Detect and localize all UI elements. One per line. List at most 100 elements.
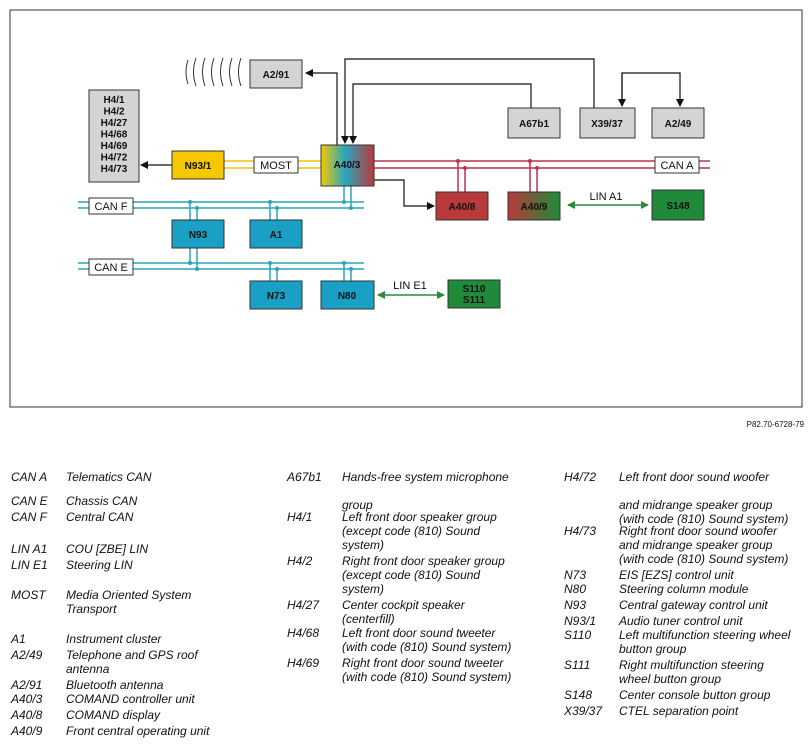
legend-code: S148 <box>564 688 593 702</box>
svg-text:CAN E: CAN E <box>94 262 128 274</box>
svg-text:X39/37: X39/37 <box>591 119 623 130</box>
component-s110-s111: S110 S111 <box>447 279 501 309</box>
legend-code: A67b1 <box>287 470 322 484</box>
component-n93-1: N93/1 <box>171 150 225 180</box>
legend-code: A2/91 <box>11 678 43 692</box>
legend-description: COMAND controller unit <box>66 692 195 706</box>
legend-description: Front central operating unit <box>66 724 210 738</box>
legend-code: H4/27 <box>287 598 320 612</box>
label-can-f: CAN F <box>88 197 134 215</box>
legend-description: COMAND display <box>66 708 161 722</box>
component-a2-91: A2/91 <box>249 59 303 89</box>
legend-description: CTEL separation point <box>619 704 739 718</box>
legend-description: Center cockpit speaker(centerfill) <box>342 598 465 626</box>
component-n80: N80 <box>320 280 375 310</box>
legend-description: Instrument cluster <box>66 632 162 646</box>
label-lin-a1: LIN A1 <box>589 191 622 203</box>
legend-code: A40/8 <box>11 708 43 722</box>
component-a2-49: A2/49 <box>651 107 705 139</box>
label-can-e: CAN E <box>88 258 134 276</box>
legend-description: COU [ZBE] LIN <box>66 542 149 556</box>
legend-description: Steering column module <box>619 582 749 596</box>
speaker-group-item: H4/1 <box>103 95 125 106</box>
svg-text:N93/1: N93/1 <box>185 161 212 172</box>
component-a67b1: A67b1 <box>507 107 561 139</box>
legend-code: H4/2 <box>287 554 313 568</box>
legend-code: LIN A1 <box>11 542 48 556</box>
legend-code: X39/37 <box>564 704 603 718</box>
speaker-group-item: H4/69 <box>101 141 128 152</box>
svg-text:S110: S110 <box>463 284 486 295</box>
legend-code: A2/49 <box>11 648 43 662</box>
svg-text:S111: S111 <box>463 295 486 306</box>
legend-description: Right front door sound tweeter(with code… <box>342 656 512 684</box>
legend-description: Audio tuner control unit <box>619 614 743 628</box>
legend-code: H4/72 <box>564 470 597 484</box>
speaker-group-item: H4/68 <box>101 130 128 141</box>
legend-description: EIS [EZS] control unit <box>619 568 734 582</box>
legend-description: Central gateway control unit <box>619 598 768 612</box>
speaker-group-item: H4/73 <box>101 164 128 175</box>
component-s148: S148 <box>651 189 705 221</box>
svg-text:A2/49: A2/49 <box>665 119 692 130</box>
label-most: MOST <box>253 156 299 174</box>
svg-text:A40/3: A40/3 <box>334 160 361 171</box>
label-can-a: CAN A <box>654 156 700 174</box>
component-n93: N93 <box>171 219 225 249</box>
legend-code: H4/1 <box>287 510 313 524</box>
svg-text:A1: A1 <box>270 230 283 241</box>
legend-description: Center console button group <box>619 688 771 702</box>
legend-code: N93/1 <box>564 614 597 628</box>
legend-code: CAN E <box>11 494 48 508</box>
speaker-group-item: H4/72 <box>101 153 128 164</box>
antenna-wave-icon <box>185 57 242 87</box>
legend-code: A40/9 <box>11 724 43 738</box>
legend-code: N73 <box>564 568 587 582</box>
svg-text:N80: N80 <box>338 291 357 302</box>
svg-text:A67b1: A67b1 <box>519 119 549 130</box>
legend-description: Central CAN <box>66 510 134 524</box>
legend-code: MOST <box>11 588 46 602</box>
legend-description: Left front door sound tweeter(with code … <box>342 626 512 654</box>
legend-code: H4/68 <box>287 626 320 640</box>
component-a40-9: A40/9 <box>507 191 561 221</box>
svg-text:A2/91: A2/91 <box>263 70 290 81</box>
speaker-group-item: H4/27 <box>101 118 128 129</box>
component-a40-3: A40/3 <box>320 144 375 187</box>
legend-code: LIN E1 <box>11 558 48 572</box>
component-x39-37: X39/37 <box>579 107 636 139</box>
svg-text:S148: S148 <box>666 201 690 212</box>
svg-text:CAN A: CAN A <box>660 160 694 172</box>
label-lin-e1: LIN E1 <box>393 280 427 292</box>
legend-code: S110 <box>564 628 592 642</box>
component-n73: N73 <box>249 280 303 310</box>
figure-reference: P82.70-6728-79 <box>746 420 804 429</box>
legend-code: S111 <box>564 658 591 672</box>
component-a40-8: A40/8 <box>435 191 489 221</box>
legend-description: Bluetooth antenna <box>66 678 164 692</box>
legend-description: Left front door speaker group(except cod… <box>342 510 497 552</box>
lin-lines <box>377 201 649 299</box>
svg-text:MOST: MOST <box>260 160 292 172</box>
svg-text:N73: N73 <box>267 291 286 302</box>
legend-code: H4/69 <box>287 656 320 670</box>
svg-text:A40/9: A40/9 <box>521 202 548 213</box>
legend-code: CAN F <box>11 510 47 524</box>
legend-description: Chassis CAN <box>66 494 138 508</box>
can-a-bus <box>374 160 710 192</box>
legend-description: Right front door speaker group(except co… <box>342 554 505 596</box>
svg-text:N93: N93 <box>189 230 208 241</box>
legend-description: Steering LIN <box>66 558 133 572</box>
